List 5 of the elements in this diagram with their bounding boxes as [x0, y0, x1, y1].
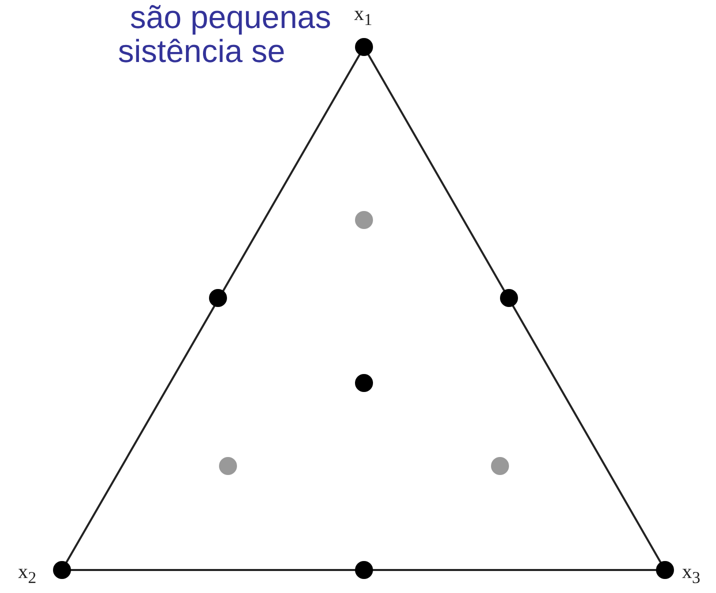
vertex-label: x$_{2}$ — [18, 562, 36, 587]
vertex-label: x$_{3}$ — [682, 562, 700, 587]
slide-text: sistência se — [118, 35, 286, 67]
vertex-label: x$_{1}$ — [354, 4, 372, 29]
slide-text: são pequenas — [130, 1, 332, 33]
